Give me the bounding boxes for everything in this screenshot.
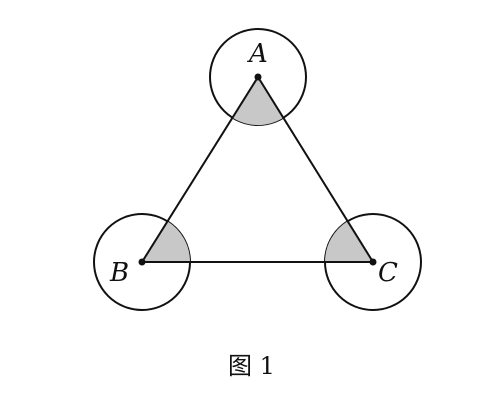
figure-caption: 图 1	[228, 352, 275, 380]
shaded-sector-a	[232, 77, 284, 126]
point-a	[254, 73, 262, 81]
point-c	[369, 258, 377, 266]
label-a: A	[247, 39, 268, 69]
side-ac	[257, 76, 374, 263]
side-ab	[141, 76, 259, 263]
point-b	[138, 258, 146, 266]
shaded-sector-b	[142, 221, 191, 262]
label-b: B	[109, 258, 129, 288]
shaded-sector-c	[324, 221, 373, 262]
label-c: C	[378, 258, 398, 288]
